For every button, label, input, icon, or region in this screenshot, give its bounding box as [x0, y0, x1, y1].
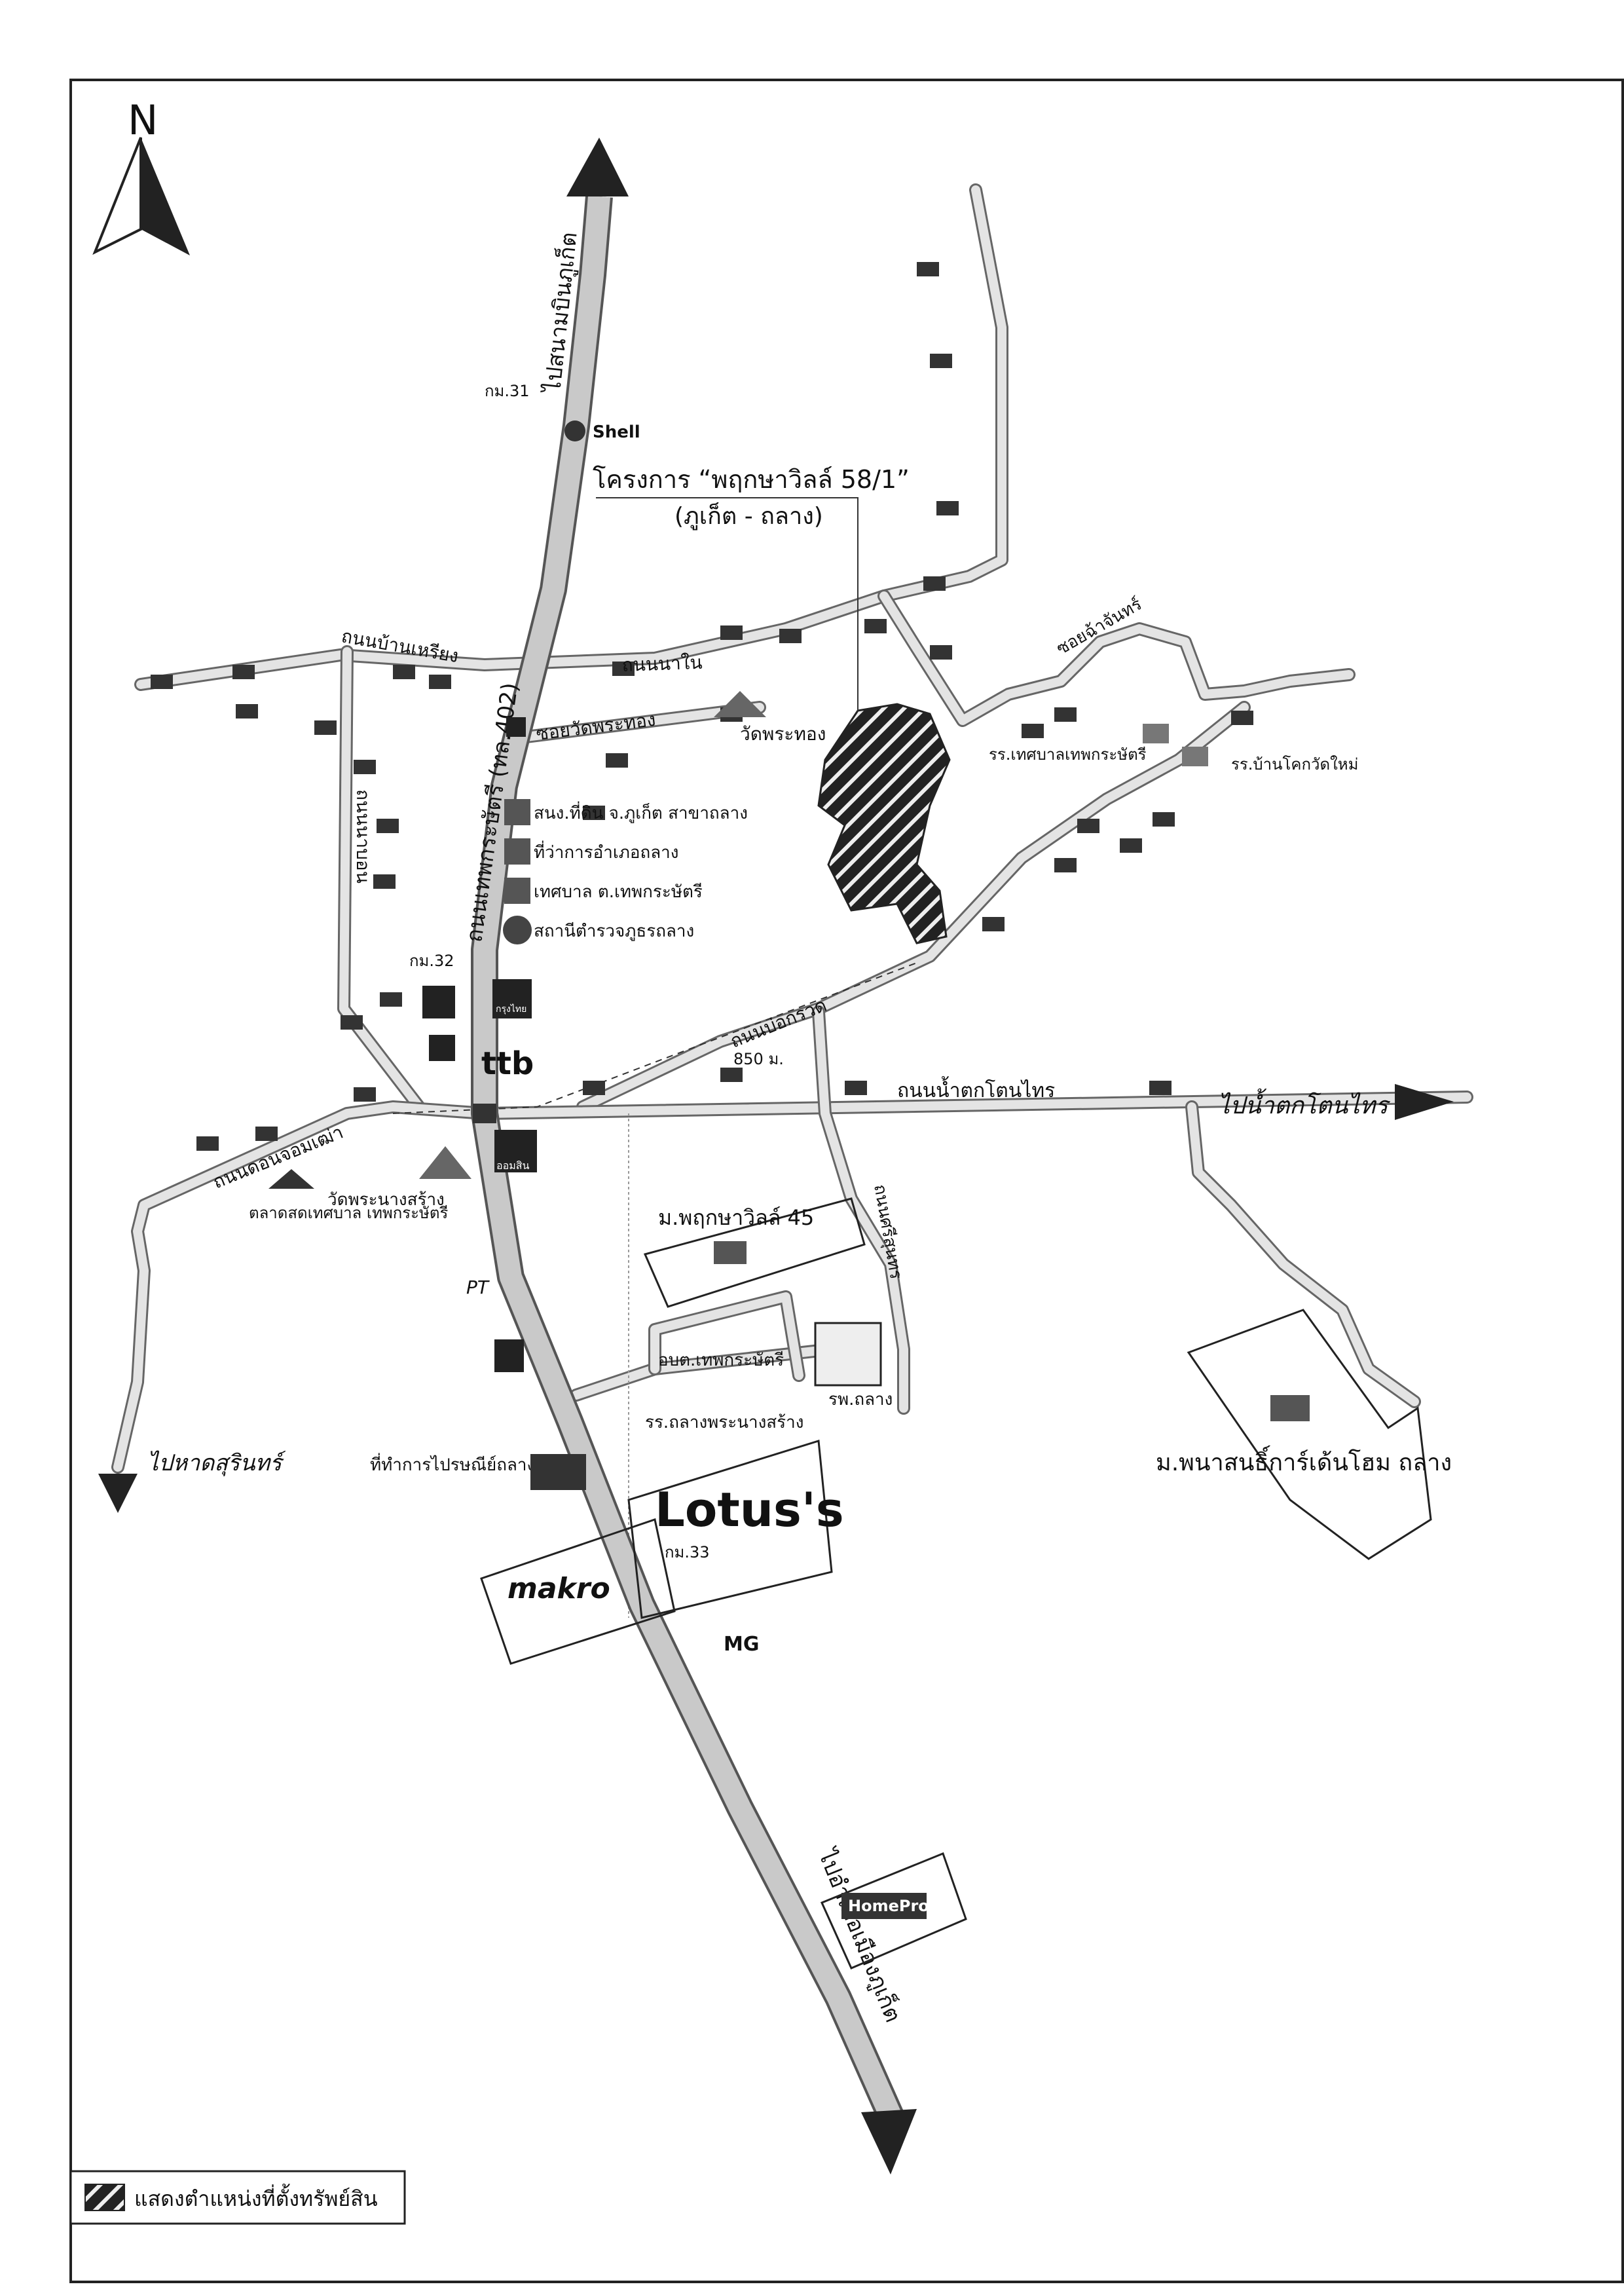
km-marker-33: กม.33 — [665, 1543, 710, 1561]
road-label-nam-tok: ถนนน้ำตกโตนไทร — [897, 1076, 1055, 1102]
municipality-label: เทศบาล ต.เทพกระษัตรี — [534, 882, 703, 902]
road-label-to-nam-tok: ไปน้ำตกโตนไทร — [1218, 1088, 1391, 1119]
market-icon — [268, 1169, 314, 1189]
municipality-icon — [504, 878, 530, 904]
road-label-nai: ถนนนาใน — [621, 652, 703, 676]
arrow-north-icon — [566, 138, 629, 196]
school-ban-khok-label: รร.บ้านโคกวัดใหม่ — [1231, 755, 1358, 774]
school-municipal-label: รร.เทศบาลเทพกระษัตรี — [989, 745, 1147, 764]
school-icon — [1143, 724, 1169, 743]
arrow-southwest-icon — [98, 1474, 138, 1513]
land-office-icon — [504, 799, 530, 825]
village-pana-label: ม.พนาสนธิ์การ์เด้นโฮม ถลาง — [1156, 1445, 1452, 1476]
village-pana-lot — [1187, 1309, 1432, 1560]
district-office-label: ที่ว่าการอำเภอถลาง — [534, 840, 678, 863]
bank-logo-gsb: ออมสิน — [494, 1130, 537, 1172]
project-title: โครงการ “พฤกษาวิลล์ 58/1” — [593, 465, 910, 494]
hospital-icon — [814, 1322, 882, 1387]
bank-logo-ttb: ttb — [481, 1045, 534, 1082]
house-logo-icon — [714, 1241, 747, 1264]
obt-label: อบต.เทพกระษัตรี — [658, 1351, 784, 1370]
property-parcel — [817, 703, 951, 944]
road-label-to-surin: ไปหาดสุรินทร์ — [147, 1450, 286, 1476]
district-office-icon — [504, 838, 530, 865]
village-45-lot — [643, 1197, 866, 1308]
post-office-logo — [530, 1454, 586, 1490]
lotus-lot — [627, 1440, 833, 1619]
highway-402 — [471, 138, 917, 2174]
road-label-wat-phra-thong: ซอยวัดพระทอง — [535, 709, 657, 745]
km-marker-32: กม.32 — [409, 952, 454, 970]
seven-eleven-icon-2 — [429, 1035, 455, 1061]
land-office-label: สนง.ที่ดิน จ.ภูเก็ต สาขาถลาง — [534, 801, 748, 823]
map-frame — [69, 79, 1624, 2283]
house-logo-icon-2 — [1270, 1395, 1310, 1421]
project-subtitle: (ภูเก็ต - ถลาง) — [674, 501, 823, 531]
bank-logo-ktb: กรุงไทย — [492, 979, 532, 1018]
homepro-lot — [820, 1852, 967, 1969]
makro-lot — [480, 1518, 676, 1665]
svg-text:HomePro: HomePro — [848, 1897, 929, 1915]
legend-label: แสดงตำแหน่งที่ตั้งทรัพย์สิน — [134, 2184, 378, 2211]
shell-label: Shell — [593, 422, 640, 442]
wat-phra-thong-label: วัดพระทอง — [740, 723, 826, 745]
svg-text:กรุงไทย: กรุงไทย — [496, 1003, 526, 1015]
pt-logo: PT — [466, 1277, 490, 1298]
shell-logo: Shell — [564, 420, 640, 442]
arrow-south-icon — [861, 2109, 917, 2174]
school-icon-2 — [1182, 747, 1208, 766]
north-label: N — [128, 96, 158, 144]
bank-logo-bbl — [494, 1339, 524, 1372]
temple-icon-2 — [419, 1146, 471, 1179]
temple-icon — [714, 691, 766, 717]
homepro-logo: HomePro — [841, 1893, 929, 1919]
legend: แสดงตำแหน่งที่ตั้งทรัพย์สิน — [69, 2170, 406, 2225]
house-icons — [151, 262, 1253, 1151]
svg-text:ออมสิน: ออมสิน — [496, 1159, 530, 1172]
makro-logo: makro — [507, 1572, 610, 1605]
arrow-east-icon — [1395, 1084, 1454, 1120]
legend-swatch — [84, 2184, 125, 2211]
minor-roads — [111, 183, 1473, 1618]
village-45-label: ม.พฤกษาวิลล์ 45 — [658, 1205, 814, 1230]
north-arrow-icon: N — [92, 96, 190, 255]
road-label-nam-rong: ถนนนาบอน — [352, 789, 374, 884]
km-marker-31: กม.31 — [485, 382, 530, 400]
police-label: สถานีตำรวจภูธรถลาง — [534, 922, 694, 941]
hospital-label: รพ.ถลาง — [828, 1390, 893, 1409]
school-thalang-label: รร.ถลางพระนางสร้าง — [645, 1413, 803, 1432]
police-icon — [503, 916, 532, 944]
post-office-label: ที่ทำการไปรษณีย์ถลาง — [370, 1453, 535, 1475]
lotus-logo: Lotus's — [655, 1482, 844, 1537]
road-label-distance: 850 ม. — [733, 1050, 784, 1068]
bank-logo-scb — [422, 986, 455, 1018]
mg-logo: MG — [724, 1633, 759, 1656]
seven-eleven-icon — [506, 717, 526, 737]
market-label: ตลาดสดเทศบาล เทพกระษัตรี — [249, 1204, 448, 1222]
wat-phra-nang-label: วัดพระนางสร้าง — [327, 1190, 445, 1210]
